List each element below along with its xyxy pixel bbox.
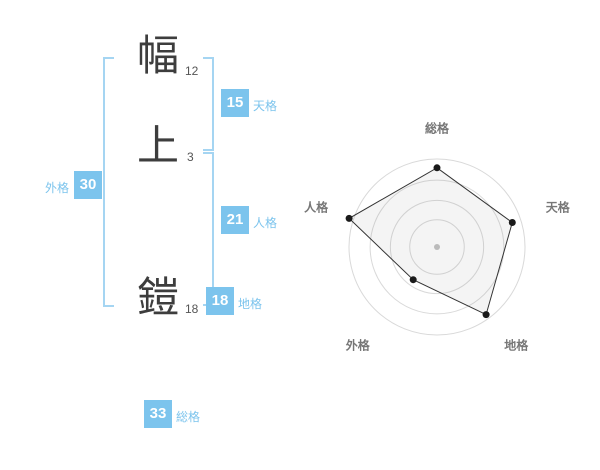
soukaku-label: 総格 (176, 410, 201, 424)
gaikaku-label: 外格 (45, 181, 70, 195)
radar-axis-label: 人格 (304, 200, 329, 215)
stroke-count: 3 (187, 150, 194, 164)
radar-data-point (409, 276, 417, 284)
radar-ring (389, 199, 485, 295)
jinkaku-score-badge: 21 (221, 206, 249, 234)
gaikaku-score-badge: 30 (74, 171, 102, 199)
jinkaku-bracket (203, 152, 214, 306)
radar-axis-label: 天格 (546, 200, 571, 215)
name-character: 幅 (136, 31, 179, 80)
stroke-count: 12 (185, 64, 199, 78)
radar-ring (369, 179, 505, 315)
gaikaku-bracket (103, 57, 114, 307)
radar-data-polygon (348, 167, 513, 316)
name-character: 鎧 (136, 273, 179, 322)
tenkaku-bracket (203, 57, 214, 151)
tenkaku-score-badge: 15 (221, 89, 249, 117)
jinkaku-label: 人格 (253, 216, 278, 230)
radar-ring (348, 158, 526, 336)
radar-center-dot (434, 244, 440, 250)
radar-axis-label: 外格 (346, 338, 371, 353)
stroke-count: 18 (185, 302, 199, 316)
radar-data-point (482, 311, 490, 319)
radar-data-point (433, 164, 441, 172)
name-character: 上 (136, 121, 179, 170)
tenkaku-label: 天格 (253, 99, 278, 113)
radar-data-point (345, 214, 353, 222)
radar-data-point (508, 219, 516, 226)
radar-ring (409, 219, 465, 275)
chikaku-score-badge: 18 (206, 287, 234, 315)
radar-axis-label: 地格 (504, 338, 529, 353)
chikaku-label: 地格 (238, 297, 263, 311)
soukaku-score-badge: 33 (144, 400, 172, 428)
radar-axis-label: 総格 (425, 121, 450, 136)
